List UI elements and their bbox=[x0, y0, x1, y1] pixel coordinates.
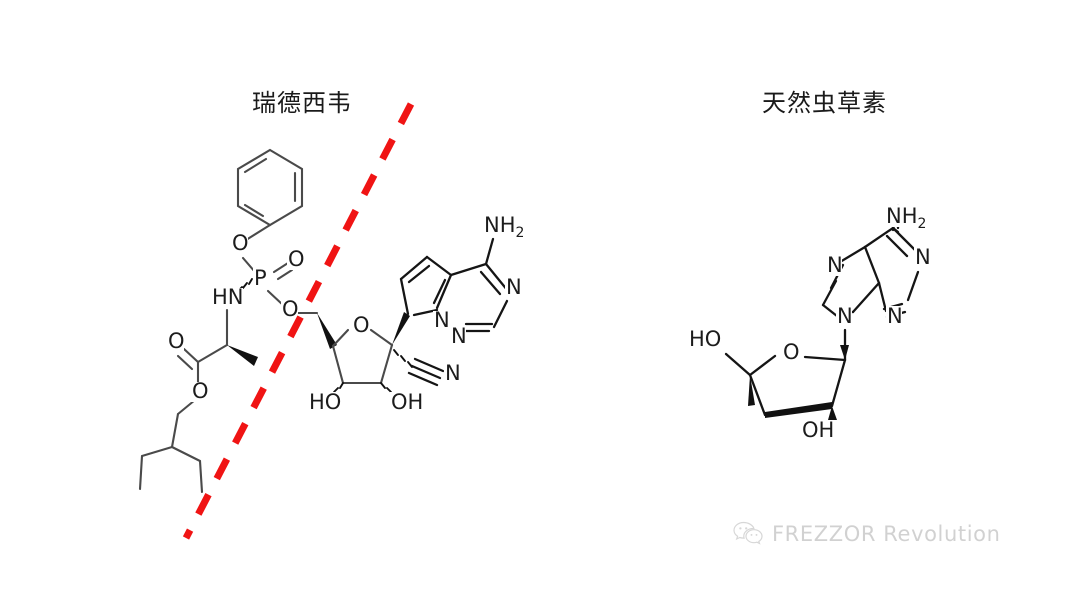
atom-label-n9: N bbox=[837, 304, 853, 328]
atom-label-o: O bbox=[353, 313, 370, 337]
atom-label-oh: OH bbox=[391, 390, 423, 414]
title-cordycepin: 天然虫草素 bbox=[762, 89, 887, 117]
atom-label-p: P bbox=[254, 266, 267, 290]
atom-label-n3: N bbox=[887, 304, 903, 328]
watermark-text: FREZZOR Revolution bbox=[772, 521, 1001, 546]
furanose-ring-cordycepin bbox=[748, 354, 847, 418]
watermark: FREZZOR Revolution bbox=[733, 521, 1001, 546]
atom-label-n1: N bbox=[451, 324, 467, 348]
atom-label-o: O bbox=[168, 329, 185, 353]
atom-label-n1: N bbox=[915, 245, 931, 269]
atom-label-ho: HO bbox=[689, 327, 721, 351]
atom-label-o: O bbox=[192, 379, 209, 403]
atom-labels-cordycepin: NH2 N N N N HO O OH bbox=[688, 204, 931, 442]
atom-label-ho: HO bbox=[309, 390, 341, 414]
atom-label-o-ring: O bbox=[783, 340, 800, 364]
atom-label-n7: N bbox=[827, 253, 843, 277]
atom-label-o: O bbox=[282, 297, 299, 321]
atom-label-n-nitrile: N bbox=[445, 361, 461, 385]
atom-labels-remdesivir: O P O HN O O O O HO OH N N N bbox=[167, 213, 527, 414]
atom-label-oh: OH bbox=[802, 418, 834, 442]
atom-label-n3: N bbox=[506, 275, 522, 299]
atom-label-o: O bbox=[232, 231, 249, 255]
atom-label-n9: N bbox=[434, 308, 450, 332]
wechat-icon bbox=[733, 521, 763, 545]
atom-label-o: O bbox=[288, 247, 305, 271]
atom-label-hn: HN bbox=[212, 285, 244, 309]
